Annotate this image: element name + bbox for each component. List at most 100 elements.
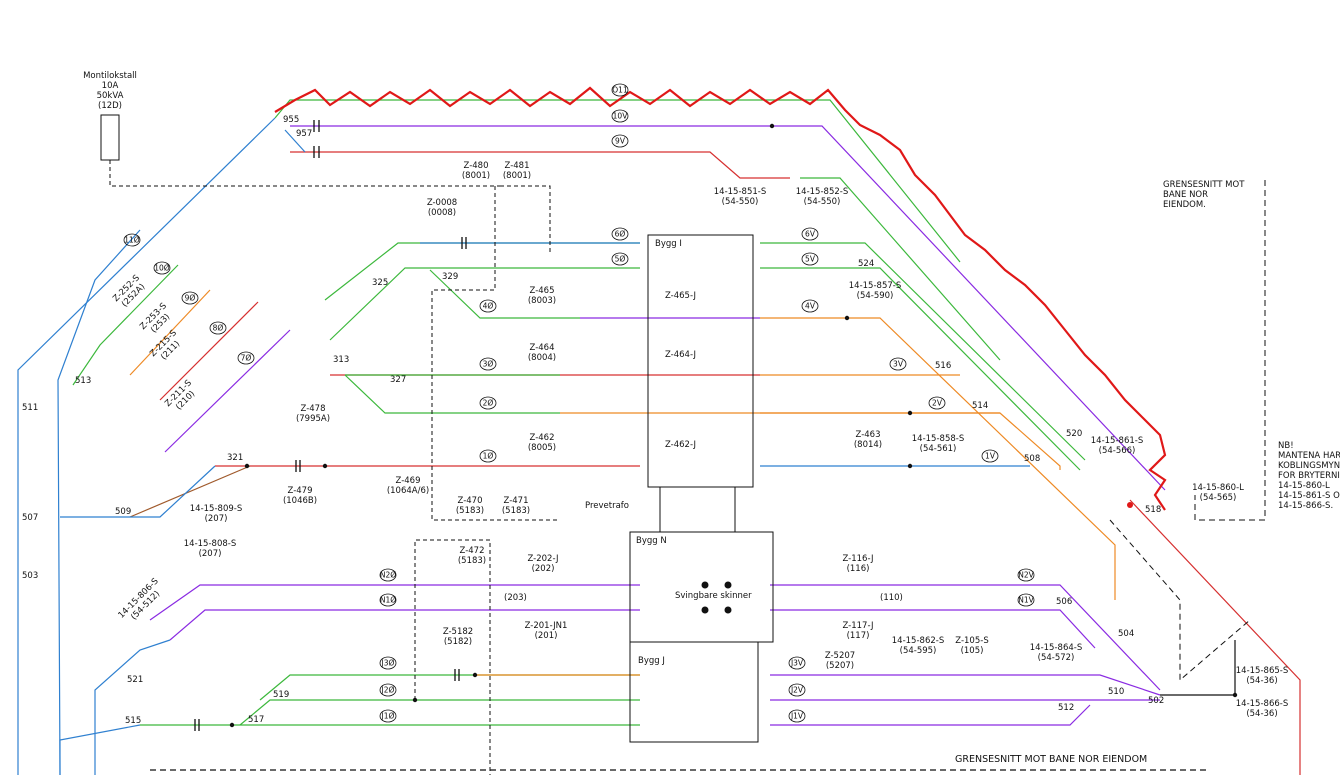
tag-text: 4Ø (483, 302, 494, 311)
feed-dash-3 (500, 185, 551, 255)
bygg-i-box (647, 234, 754, 488)
label-z116-line: Z-116-J (842, 554, 873, 564)
line-10v (290, 125, 1166, 491)
label-nb-line: FOR BRYTERNI (1278, 471, 1340, 481)
tag-j1v: J1V (788, 709, 806, 723)
label-b851: 14-15-851-S(54-550) (714, 187, 766, 207)
label-t515-line: 515 (125, 716, 141, 726)
tag-text: J3Ø (381, 659, 395, 668)
label-z481-line: (8001) (503, 171, 531, 181)
label-z116: Z-116-J(116) (842, 554, 873, 574)
label-z5182: Z-5182(5182) (443, 627, 473, 647)
line-521 (94, 639, 171, 775)
label-z478-line: Z-478 (301, 404, 326, 414)
label-b852: 14-15-852-S(54-550) (796, 187, 848, 207)
tag-text: 1V (985, 452, 996, 461)
line-8 (72, 264, 179, 386)
line-4o (429, 269, 580, 319)
dot-9 (229, 722, 235, 728)
label-montstall-line: (12D) (98, 101, 122, 111)
line-11 (274, 99, 961, 263)
label-byggJ: Bygg J (638, 656, 665, 666)
transformer-box (100, 114, 120, 161)
dot-3 (322, 463, 328, 469)
tag-ring (123, 233, 141, 247)
tag-ring (889, 357, 907, 371)
tag-text: 2V (932, 399, 943, 408)
tag-ring (611, 109, 629, 123)
label-b852-line: (54-550) (804, 197, 841, 207)
label-z0008: Z-0008(0008) (427, 198, 457, 218)
label-z479: Z-479(1046B) (283, 486, 317, 506)
label-t507-line: 507 (22, 513, 38, 523)
label-nb-line: MANTENA HAR (1278, 451, 1340, 461)
label-z201: Z-201-JN1(201) (525, 621, 568, 641)
label-t516: 516 (935, 361, 951, 371)
tag-s8: 8Ø (209, 321, 227, 335)
tag-text: J3V (790, 659, 804, 668)
tag-ring (788, 656, 806, 670)
tag-ring (801, 252, 819, 266)
label-t506: 506 (1056, 597, 1072, 607)
label-z462-line: Z-462 (530, 433, 555, 443)
label-t512-line: 512 (1058, 703, 1074, 713)
line-9 (129, 289, 211, 376)
label-t517: 517 (248, 715, 264, 725)
label-t504-line: 504 (1118, 629, 1134, 639)
label-t524: 524 (858, 259, 874, 269)
label-byggN: Bygg N (636, 536, 667, 546)
label-b808-line: (207) (199, 549, 222, 559)
label-b864-line: 14-15-864-S (1030, 643, 1082, 653)
label-montstall-line: 50kVA (97, 91, 124, 101)
tag-text: 1Ø (483, 452, 494, 461)
label-z202: Z-202-J(202) (527, 554, 558, 574)
label-t321: 321 (227, 453, 243, 463)
label-z479-line: Z-479 (288, 486, 313, 496)
feed-dash-1 (109, 160, 500, 187)
label-montstall-line: Montilokstall (83, 71, 137, 81)
label-z105-line: Z-105-S (955, 636, 988, 646)
label-b861: 14-15-861-S(54-566) (1091, 436, 1143, 456)
label-t513-line: 513 (75, 376, 91, 386)
tag-ring (479, 299, 497, 313)
tag-v1: 1V (981, 449, 999, 463)
label-b809-line: (207) (205, 514, 228, 524)
label-t511: 511 (22, 403, 38, 413)
label-t203: (203) (504, 593, 527, 603)
label-b866-line: (54-36) (1246, 709, 1277, 719)
label-montstall-line: 10A (102, 81, 119, 91)
tag-j3v: J3V (788, 656, 806, 670)
label-z252: Z-252-S(252A) (111, 273, 149, 311)
label-b809: 14-15-809-S(207) (190, 504, 242, 524)
label-z117: Z-117-J(117) (842, 621, 873, 641)
label-z5207-line: Z-5207 (825, 651, 855, 661)
tag-text: 10V (613, 112, 629, 121)
label-t503-line: 503 (22, 571, 38, 581)
label-t512: 512 (1058, 703, 1074, 713)
label-b808-line: 14-15-808-S (184, 539, 236, 549)
label-b852-line: 14-15-852-S (796, 187, 848, 197)
label-z472-line: Z-472 (460, 546, 485, 556)
label-z202-line: Z-202-J (527, 554, 558, 564)
label-b861-line: (54-566) (1099, 446, 1136, 456)
tag-s11: 11Ø (123, 233, 141, 247)
tag-ring (611, 252, 629, 266)
label-b865-line: (54-36) (1246, 676, 1277, 686)
tag-ring (153, 261, 171, 275)
label-z481-line: Z-481 (505, 161, 530, 171)
label-z465j-line: Z-465-J (665, 291, 696, 301)
line-502 (1160, 640, 1236, 696)
label-b864: 14-15-864-S(54-572) (1030, 643, 1082, 663)
label-z116-line: (116) (847, 564, 870, 574)
label-nb-line: NB! (1278, 441, 1294, 451)
label-z463: Z-463(8014) (854, 430, 882, 450)
bygg-n-box (629, 531, 774, 643)
label-z201-line: (201) (535, 631, 558, 641)
tag-ring (379, 683, 397, 697)
label-z480: Z-480(8001) (462, 161, 490, 181)
label-z462j: Z-462-J (665, 440, 696, 450)
tag-ring (479, 357, 497, 371)
dot-12 (724, 581, 732, 589)
line-10 (159, 301, 259, 401)
tag-n20: N2Ø (379, 568, 397, 582)
